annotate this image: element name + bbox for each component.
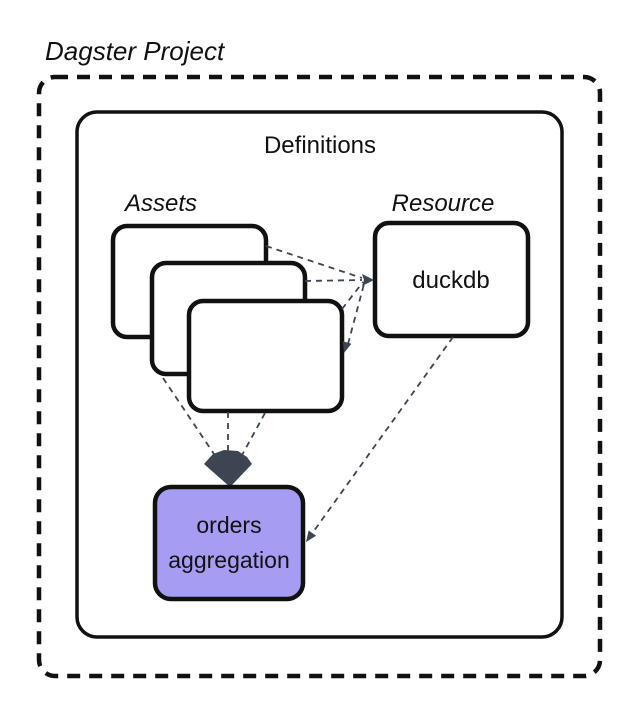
asset-node-orders-aggregation (152, 484, 306, 602)
assets-section-label: Assets (123, 190, 197, 217)
orders-arrowhead-icon (306, 530, 317, 542)
orders-node-label-line2: aggregation (168, 547, 290, 573)
edge-card2-duckdb (304, 279, 363, 282)
edge-duckdb-orders (310, 336, 454, 536)
duckdb-arrowhead-icon (362, 274, 374, 286)
fan-arrowhead-icon (204, 450, 252, 487)
edge-card3-orders (240, 412, 266, 458)
arrowheads (204, 274, 374, 542)
dagster-project-boundary (36, 74, 603, 679)
diagram-title: Dagster Project (45, 36, 226, 66)
definitions-label: Definitions (264, 132, 376, 159)
orders-node-label-line1: orders (196, 512, 261, 538)
asset-card-3 (186, 298, 345, 414)
connector-lines (162, 245, 454, 536)
edge-card1-orders (162, 377, 217, 458)
card-edge-arrowhead-icon (342, 341, 352, 353)
edge-card1-duckdb (265, 245, 363, 279)
resource-node-duckdb (372, 220, 531, 339)
resource-node-label: duckdb (412, 267, 489, 294)
edge-card3-duckdb (341, 281, 364, 310)
asset-card-stack (110, 223, 345, 414)
resource-section-label: Resource (392, 190, 495, 217)
